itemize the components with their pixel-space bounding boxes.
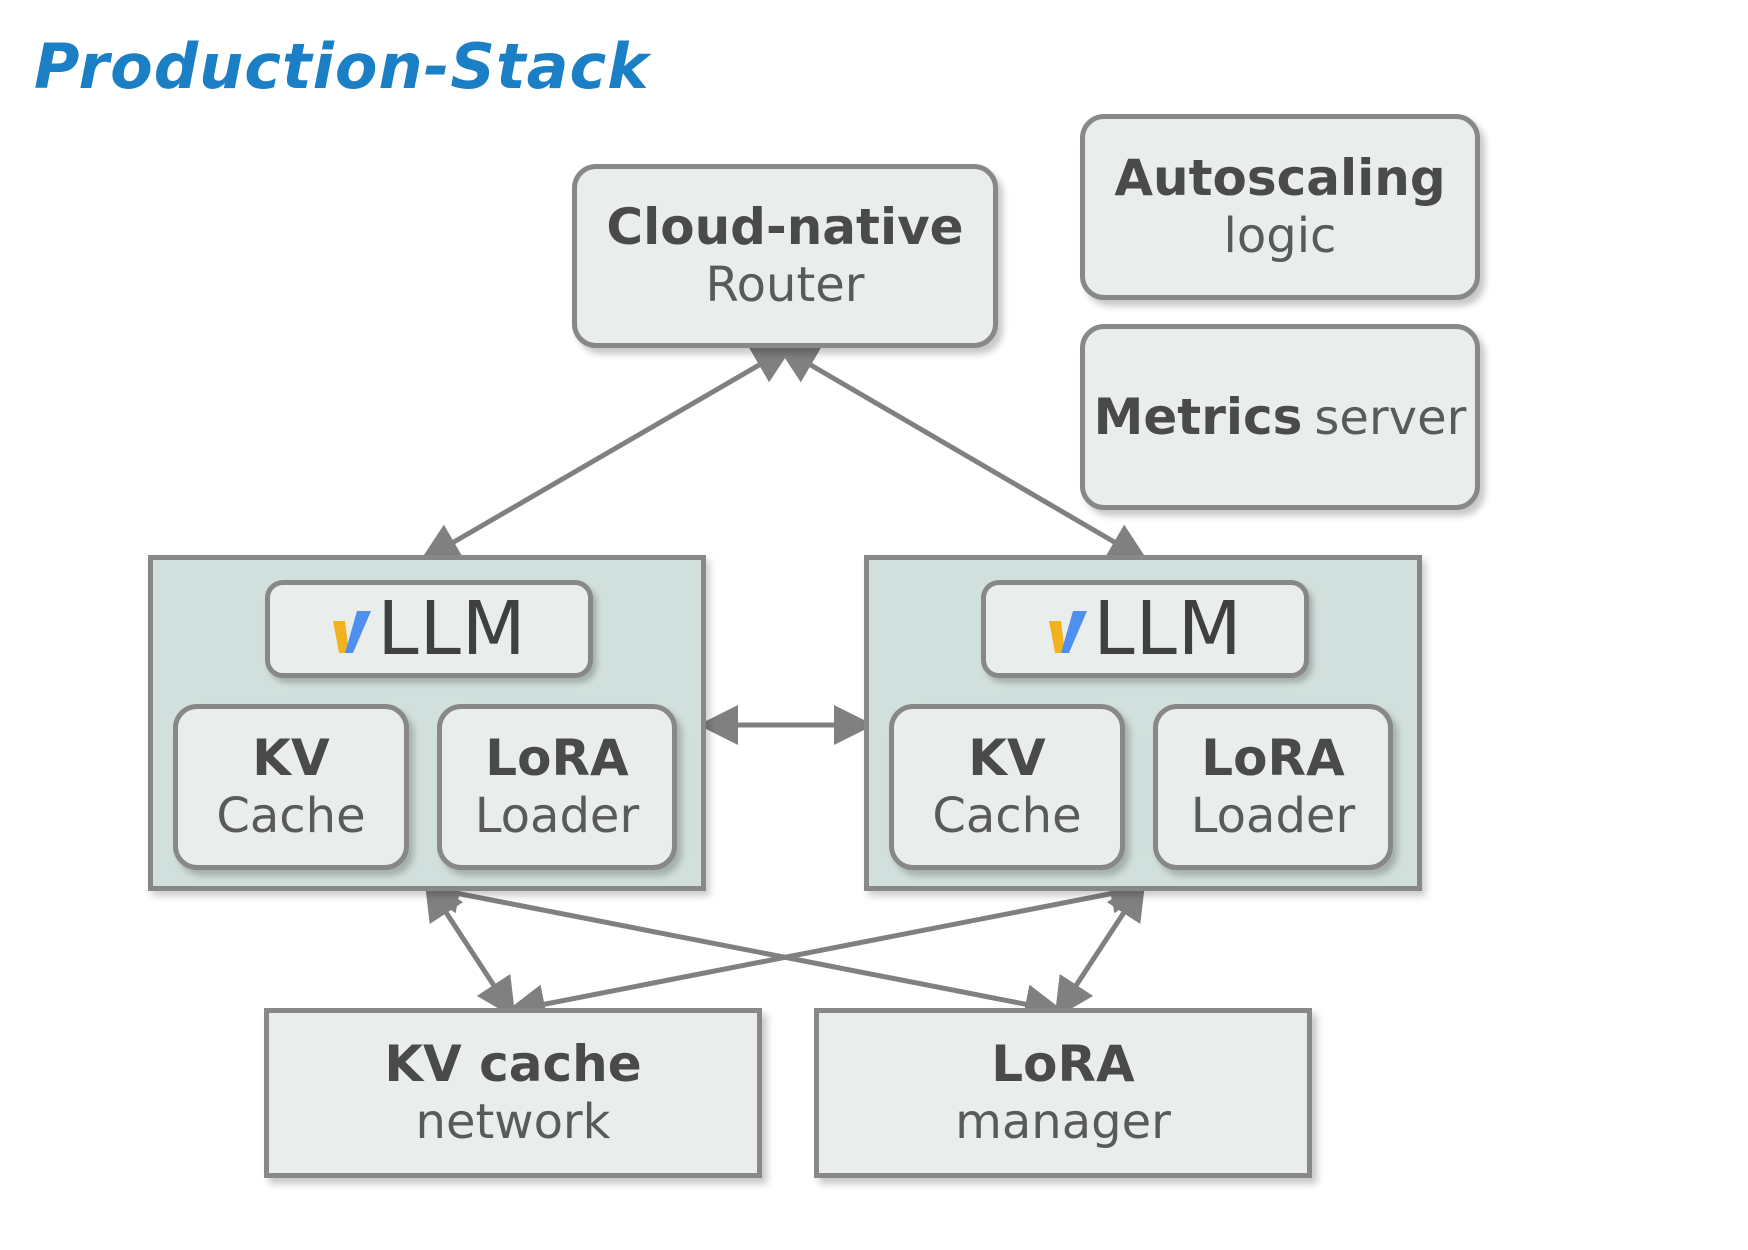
router-box: Cloud-native Router [572, 164, 998, 348]
engine-group-1: LLM KV Cache LoRA Loader [148, 555, 706, 891]
vllm-brand-text: LLM [1093, 586, 1243, 672]
kv-cache-title: KV [968, 729, 1046, 788]
kv-cache-network-box: KV cache network [264, 1008, 762, 1178]
arrow-engine-1-lora-manager [420, 874, 1065, 1024]
router-subtitle: Router [705, 257, 865, 314]
arrow-engine-1-kv-network [424, 879, 516, 1019]
kv-cache-subtitle: Cache [932, 788, 1082, 845]
metrics-subtitle: server [1314, 389, 1467, 446]
arrow-engine-2-kv-network [505, 874, 1150, 1024]
metrics-box: Metrics server [1080, 324, 1480, 510]
kv-cache-box-1: KV Cache [173, 704, 409, 870]
lora-manager-box: LoRA manager [814, 1008, 1312, 1178]
kv-cache-box-2: KV Cache [889, 704, 1125, 870]
diagram-title: Production-Stack [34, 30, 650, 103]
kv-cache-title: KV [252, 729, 330, 788]
engine-group-2: LLM KV Cache LoRA Loader [864, 555, 1422, 891]
arrow-router-engine-1 [419, 344, 794, 563]
lora-loader-title: LoRA [1201, 729, 1345, 788]
vllm-logo-icon [333, 611, 372, 653]
lora-loader-box-1: LoRA Loader [437, 704, 677, 870]
kv-cache-subtitle: Cache [216, 788, 366, 845]
lora-manager-subtitle: manager [955, 1094, 1171, 1151]
vllm-logo-icon [1049, 611, 1088, 653]
kv-network-title: KV cache [384, 1035, 642, 1094]
vllm-header-2: LLM [981, 580, 1309, 678]
lora-loader-subtitle: Loader [1190, 788, 1356, 845]
router-title: Cloud-native [606, 198, 964, 257]
vllm-brand-text: LLM [377, 586, 527, 672]
autoscaling-subtitle: logic [1223, 208, 1337, 265]
vllm-header-1: LLM [265, 580, 593, 678]
lora-manager-title: LoRA [991, 1035, 1135, 1094]
autoscaling-title: Autoscaling [1114, 149, 1446, 208]
autoscaling-box: Autoscaling logic [1080, 114, 1480, 300]
arrow-router-engine-2 [776, 344, 1149, 563]
kv-network-subtitle: network [415, 1094, 611, 1151]
lora-loader-box-2: LoRA Loader [1153, 704, 1393, 870]
metrics-title: Metrics [1093, 387, 1303, 446]
arrow-engine-2-lora-manager [1054, 879, 1146, 1019]
lora-loader-subtitle: Loader [474, 788, 640, 845]
lora-loader-title: LoRA [485, 729, 629, 788]
